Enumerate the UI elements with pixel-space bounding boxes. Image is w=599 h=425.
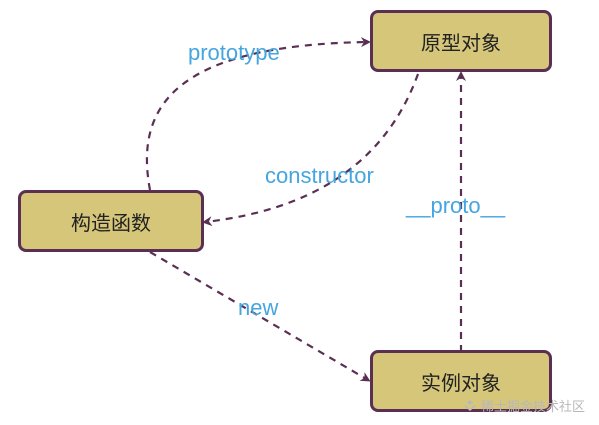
watermark-text: 稀土掘金技术社区	[480, 400, 585, 415]
juejin-logo-icon	[463, 399, 476, 411]
node-prototype-object: 原型对象	[370, 10, 552, 72]
node-instance-object: 实例对象	[370, 350, 552, 412]
edge-label-prototype: prototype	[188, 40, 280, 65]
node-constructor-function-label: 构造函数	[71, 210, 151, 235]
node-constructor-function: 构造函数	[18, 190, 204, 252]
edge-label-proto: __proto__	[406, 193, 506, 218]
edge-constructor	[202, 73, 420, 227]
node-instance-object-label: 实例对象	[421, 370, 501, 395]
node-prototype-object-label: 原型对象	[421, 30, 501, 55]
watermark: 稀土掘金技术社区	[463, 396, 585, 415]
edge-label-constructor: constructor	[265, 163, 374, 188]
edge-new	[149, 251, 371, 382]
edge-label-new: new	[238, 295, 279, 320]
edge-prototype	[145, 37, 371, 191]
